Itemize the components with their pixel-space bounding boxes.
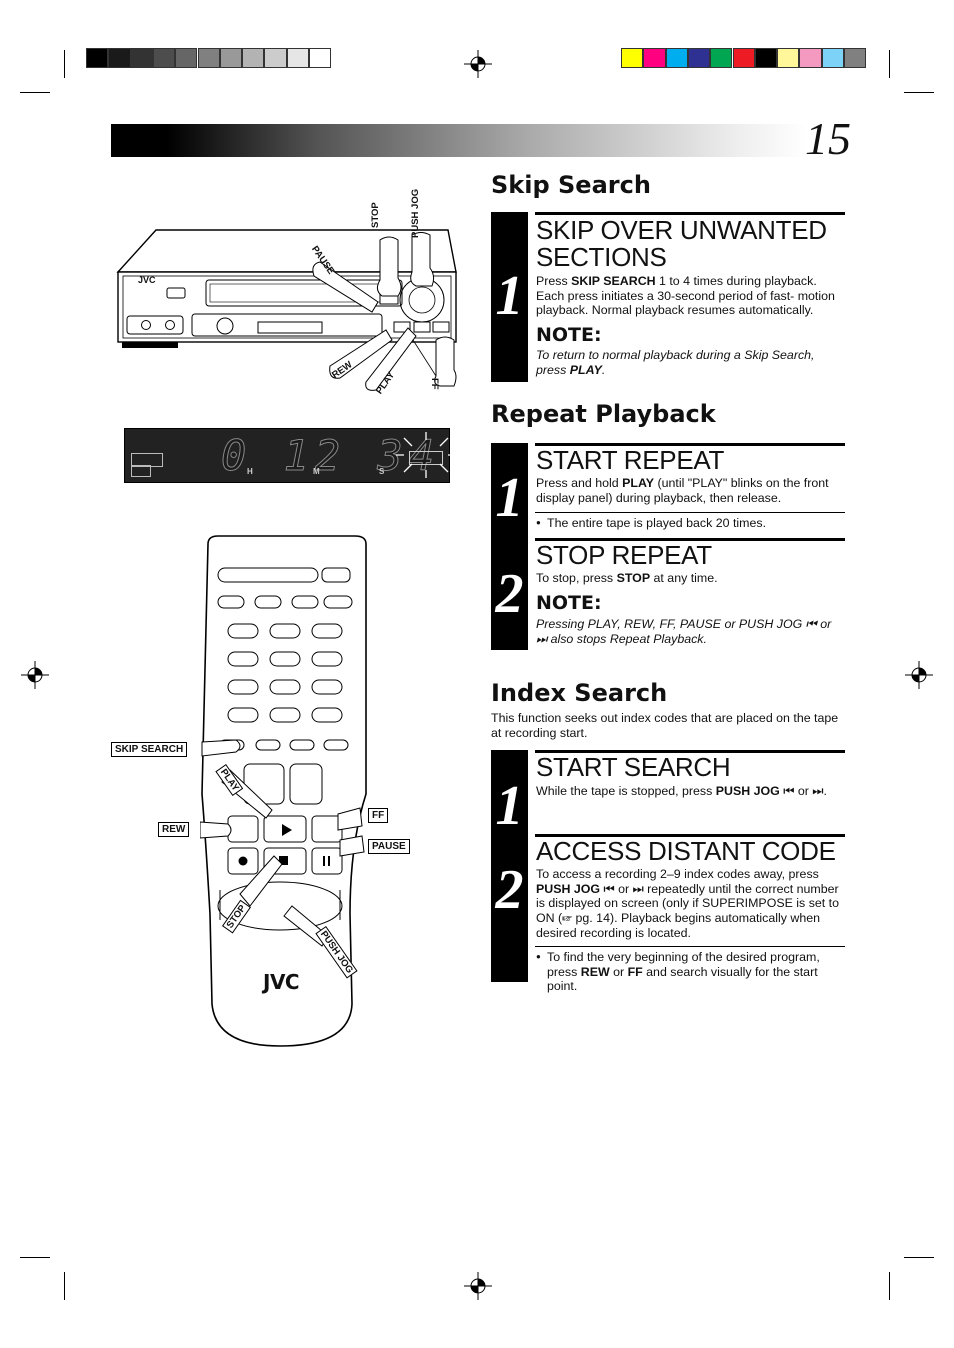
step-text: While the tape is stopped, press PUSH JO… bbox=[536, 784, 827, 798]
crop-mark bbox=[64, 1272, 65, 1300]
crop-mark bbox=[20, 92, 50, 93]
step-title: START SEARCH bbox=[536, 752, 731, 782]
callout-ff: FF bbox=[368, 808, 389, 823]
color-swatch bbox=[732, 48, 755, 68]
color-swatch bbox=[777, 48, 800, 68]
step-rule bbox=[535, 538, 845, 541]
section-title-skip-search: Skip Search bbox=[491, 171, 651, 199]
color-swatch bbox=[687, 48, 711, 68]
color-swatch bbox=[799, 48, 822, 68]
color-swatch bbox=[242, 48, 265, 68]
color-swatch bbox=[643, 48, 666, 68]
color-swatch bbox=[286, 48, 309, 68]
callout-skip-search: SKIP SEARCH bbox=[111, 742, 188, 757]
color-swatch bbox=[86, 48, 109, 68]
display-unit-s: S bbox=[379, 467, 385, 476]
step-text: To access a recording 2–9 index codes aw… bbox=[536, 867, 840, 940]
registration-mark-icon bbox=[464, 1272, 492, 1300]
color-swatch bbox=[821, 48, 844, 68]
crop-mark bbox=[889, 1272, 890, 1300]
step-number: 1 bbox=[495, 467, 524, 529]
color-swatch bbox=[130, 48, 153, 68]
step-rule bbox=[535, 443, 845, 446]
registration-mark-icon bbox=[905, 661, 933, 689]
color-swatch bbox=[219, 48, 243, 68]
header-gradient-bar bbox=[111, 124, 807, 157]
crop-mark bbox=[20, 1257, 50, 1258]
display-unit-h: H bbox=[247, 467, 253, 476]
remote-brand-logo: JVC bbox=[263, 970, 300, 994]
color-swatch bbox=[197, 48, 220, 68]
crop-mark bbox=[904, 92, 934, 93]
color-swatch bbox=[152, 48, 176, 68]
cassette-icon bbox=[131, 453, 163, 467]
page-number: 15 bbox=[805, 113, 851, 164]
crop-mark bbox=[64, 50, 65, 78]
section-title-repeat-playback: Repeat Playback bbox=[491, 400, 716, 428]
divider bbox=[535, 512, 845, 513]
section-intro: This function seeks out index codes that… bbox=[491, 711, 839, 740]
color-swatch bbox=[264, 48, 287, 68]
vcr-label-stop: STOP bbox=[370, 202, 381, 228]
bullet-item: The entire tape is played back 20 times. bbox=[536, 516, 846, 531]
color-swatch bbox=[621, 48, 644, 68]
bullet-item: To find the very beginning of the desire… bbox=[536, 950, 846, 994]
color-swatch bbox=[175, 48, 198, 68]
step-title: SKIP OVER UNWANTED SECTIONS bbox=[536, 215, 827, 272]
registration-mark-icon bbox=[21, 661, 49, 689]
crop-mark bbox=[904, 1257, 934, 1258]
cassette-icon bbox=[131, 465, 151, 477]
step-title: ACCESS DISTANT CODE bbox=[536, 836, 836, 866]
step-bar bbox=[491, 750, 528, 982]
registration-mark-icon bbox=[464, 50, 492, 78]
color-swatch bbox=[108, 48, 131, 68]
color-swatch bbox=[665, 48, 688, 68]
step-bar bbox=[491, 212, 528, 382]
step-text: Press and hold PLAY (until "PLAY" blinks… bbox=[536, 476, 829, 505]
note-heading: NOTE: bbox=[536, 592, 602, 614]
step-rule bbox=[535, 750, 845, 753]
step-rule bbox=[535, 212, 845, 215]
note-text: To return to normal playback during a Sk… bbox=[536, 348, 815, 377]
step-number: 1 bbox=[495, 775, 524, 837]
step-rule bbox=[535, 834, 845, 837]
note-heading: NOTE: bbox=[536, 324, 602, 346]
vcr-illustration bbox=[116, 229, 457, 391]
step-title: STOP REPEAT bbox=[536, 540, 712, 570]
note-text: Pressing PLAY, REW, FF, PAUSE or PUSH JO… bbox=[536, 617, 832, 646]
vcr-label-push-jog: PUSH JOG bbox=[410, 188, 421, 238]
divider bbox=[535, 946, 845, 947]
step-text: Press SKIP SEARCH 1 to 4 times during pl… bbox=[536, 274, 835, 318]
color-swatch bbox=[754, 48, 778, 68]
step-title: START REPEAT bbox=[536, 445, 725, 475]
crop-mark bbox=[889, 50, 890, 78]
play-indicator-blink bbox=[409, 451, 443, 465]
color-swatch bbox=[710, 48, 733, 68]
step-number: 2 bbox=[495, 859, 524, 921]
step-number: 2 bbox=[495, 563, 524, 625]
display-unit-m: M bbox=[313, 467, 320, 476]
step-text: To stop, press STOP at any time. bbox=[536, 571, 718, 585]
color-swatch bbox=[844, 48, 867, 68]
blink-rays-icon bbox=[396, 432, 456, 478]
callout-pause: PAUSE bbox=[368, 839, 410, 854]
section-title-index-search: Index Search bbox=[491, 679, 668, 707]
callout-rew: REW bbox=[158, 822, 190, 837]
step-bar bbox=[491, 443, 528, 650]
vcr-brand-logo: JVC bbox=[138, 275, 156, 285]
color-swatch bbox=[309, 48, 332, 68]
step-number: 1 bbox=[495, 265, 524, 327]
vcr-label-ff: FF bbox=[429, 378, 440, 390]
